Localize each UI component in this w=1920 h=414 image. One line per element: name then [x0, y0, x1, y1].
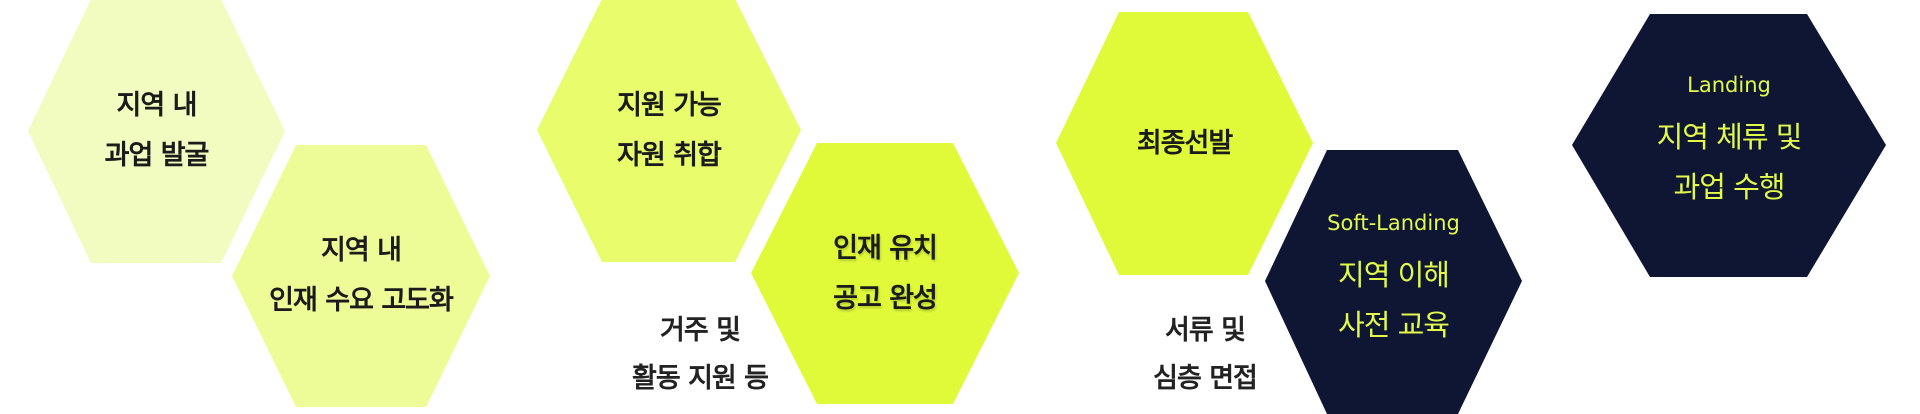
hex-step-2: 지역 내 인재 수요 고도화	[232, 145, 490, 407]
step-3-line-1: 지원 가능	[617, 89, 722, 121]
hexagon-shape	[1056, 12, 1313, 275]
step-2-line-1: 지역 내	[321, 235, 402, 266]
hex-step-1: 지역 내 과업 발굴	[28, 0, 285, 263]
step-1-line-1: 지역 내	[116, 90, 198, 121]
hex-step-4: 인재 유치 공고 완성	[751, 143, 1019, 404]
hexagon-shape	[1572, 14, 1886, 277]
annotation-2-line-2: 심층 면접	[1153, 363, 1258, 394]
step-7-subtitle: Landing	[1687, 72, 1771, 97]
annotation-1-line-1: 거주 및	[660, 315, 741, 346]
step-3-line-2: 자원 취합	[617, 139, 722, 171]
annotation-2-line-1: 서류 및	[1165, 315, 1246, 346]
hexagon-shape	[751, 143, 1019, 404]
step-6-subtitle: Soft-Landing	[1327, 211, 1460, 235]
step-4-line-1: 인재 유치	[833, 232, 938, 264]
step-7-line-2: 과업 수행	[1673, 169, 1786, 204]
hex-step-7-landing: Landing 지역 체류 및 과업 수행	[1572, 14, 1886, 277]
step-1-line-2: 과업 발굴	[104, 140, 210, 171]
annotation-interview: 서류 및 심층 면접	[1105, 307, 1305, 403]
step-4-line-2: 공고 완성	[833, 282, 938, 314]
hexagon-shape	[1265, 150, 1522, 414]
step-6-line-1: 지역 이해	[1338, 258, 1450, 292]
step-6-line-2: 사전 교육	[1338, 308, 1450, 342]
annotation-1-line-2: 활동 지원 등	[632, 363, 769, 394]
step-7-line-1: 지역 체류 및	[1656, 119, 1803, 154]
hex-step-6-soft-landing: Soft-Landing 지역 이해 사전 교육	[1265, 150, 1522, 414]
hexagon-shape	[232, 145, 490, 407]
step-2-line-2: 인재 수요 고도화	[269, 285, 454, 316]
step-5-line-1: 최종선발	[1136, 127, 1233, 159]
annotation-housing-support: 거주 및 활동 지원 등	[580, 307, 820, 403]
hex-step-5: 최종선발	[1056, 12, 1313, 275]
hexagon-shape	[537, 0, 801, 262]
hexagon-shape	[28, 0, 285, 263]
hex-step-3: 지원 가능 자원 취합	[537, 0, 801, 262]
